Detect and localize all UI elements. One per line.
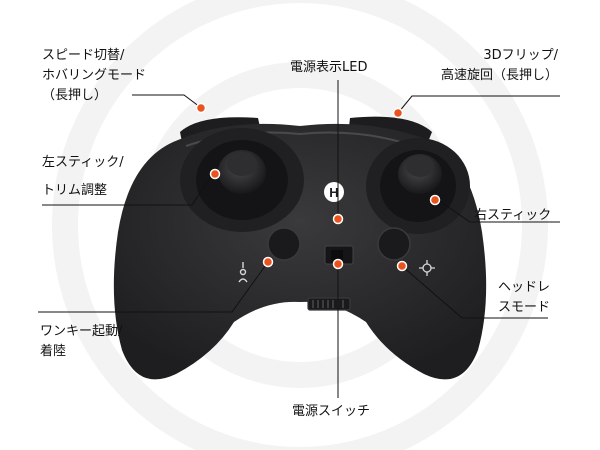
- headless-button[interactable]: [377, 227, 411, 261]
- power-switch[interactable]: [324, 245, 354, 265]
- label-one-key-line-1: ワンキー起動/: [40, 324, 123, 339]
- marker-headless: [396, 260, 408, 272]
- label-speed-switch: スピード切替/ ホバリングモード （長押し）: [42, 46, 146, 106]
- leader-lines: [38, 80, 560, 398]
- label-one-key: ワンキー起動/ 着陸: [40, 322, 122, 362]
- marker-one-key: [262, 256, 274, 268]
- label-headless: ヘッドレ スモード: [498, 278, 550, 318]
- right-stick[interactable]: [366, 138, 470, 234]
- label-left-stick-line-2: トリム調整: [42, 183, 108, 198]
- callout-markers: [195, 102, 441, 272]
- label-speed-switch-line-1: スピード切替/: [42, 48, 125, 63]
- marker-power-switch: [332, 258, 344, 270]
- label-headless-line-2: スモード: [498, 300, 551, 315]
- label-one-key-line-2: 着陸: [40, 344, 67, 359]
- label-speed-switch-line-2: ホバリングモード: [42, 68, 147, 83]
- headless-mode-icon: [419, 260, 435, 276]
- marker-flip: [392, 107, 404, 119]
- marker-right-stick: [429, 194, 441, 206]
- one-key-button[interactable]: [267, 227, 301, 261]
- marker-left-stick: [209, 168, 221, 180]
- label-power-indicator: 電源表示LED: [290, 60, 368, 75]
- label-flip-line-1: 3Dフリップ/: [483, 48, 558, 63]
- label-headless-line-1: ヘッドレ: [498, 280, 551, 295]
- left-stick[interactable]: [180, 128, 304, 232]
- brand-logo: H: [324, 182, 344, 202]
- battery-vent: [307, 297, 351, 311]
- label-power-switch: 電源スイッチ: [292, 404, 371, 419]
- marker-speed-switch: [195, 102, 207, 114]
- label-left-stick: 左スティック/ トリム調整: [42, 153, 124, 201]
- label-speed-switch-line-3: （長押し）: [42, 88, 108, 103]
- one-key-takeoff-icon: [238, 262, 248, 283]
- label-right-stick: 右スティック: [474, 208, 552, 223]
- svg-text:H: H: [329, 185, 338, 200]
- marker-power-indicator: [332, 213, 344, 225]
- label-left-stick-line-1: 左スティック/: [42, 155, 124, 170]
- label-flip-line-2: 高速旋回（長押し）: [440, 68, 558, 83]
- label-flip: 3Dフリップ/ 高速旋回（長押し）: [441, 46, 558, 86]
